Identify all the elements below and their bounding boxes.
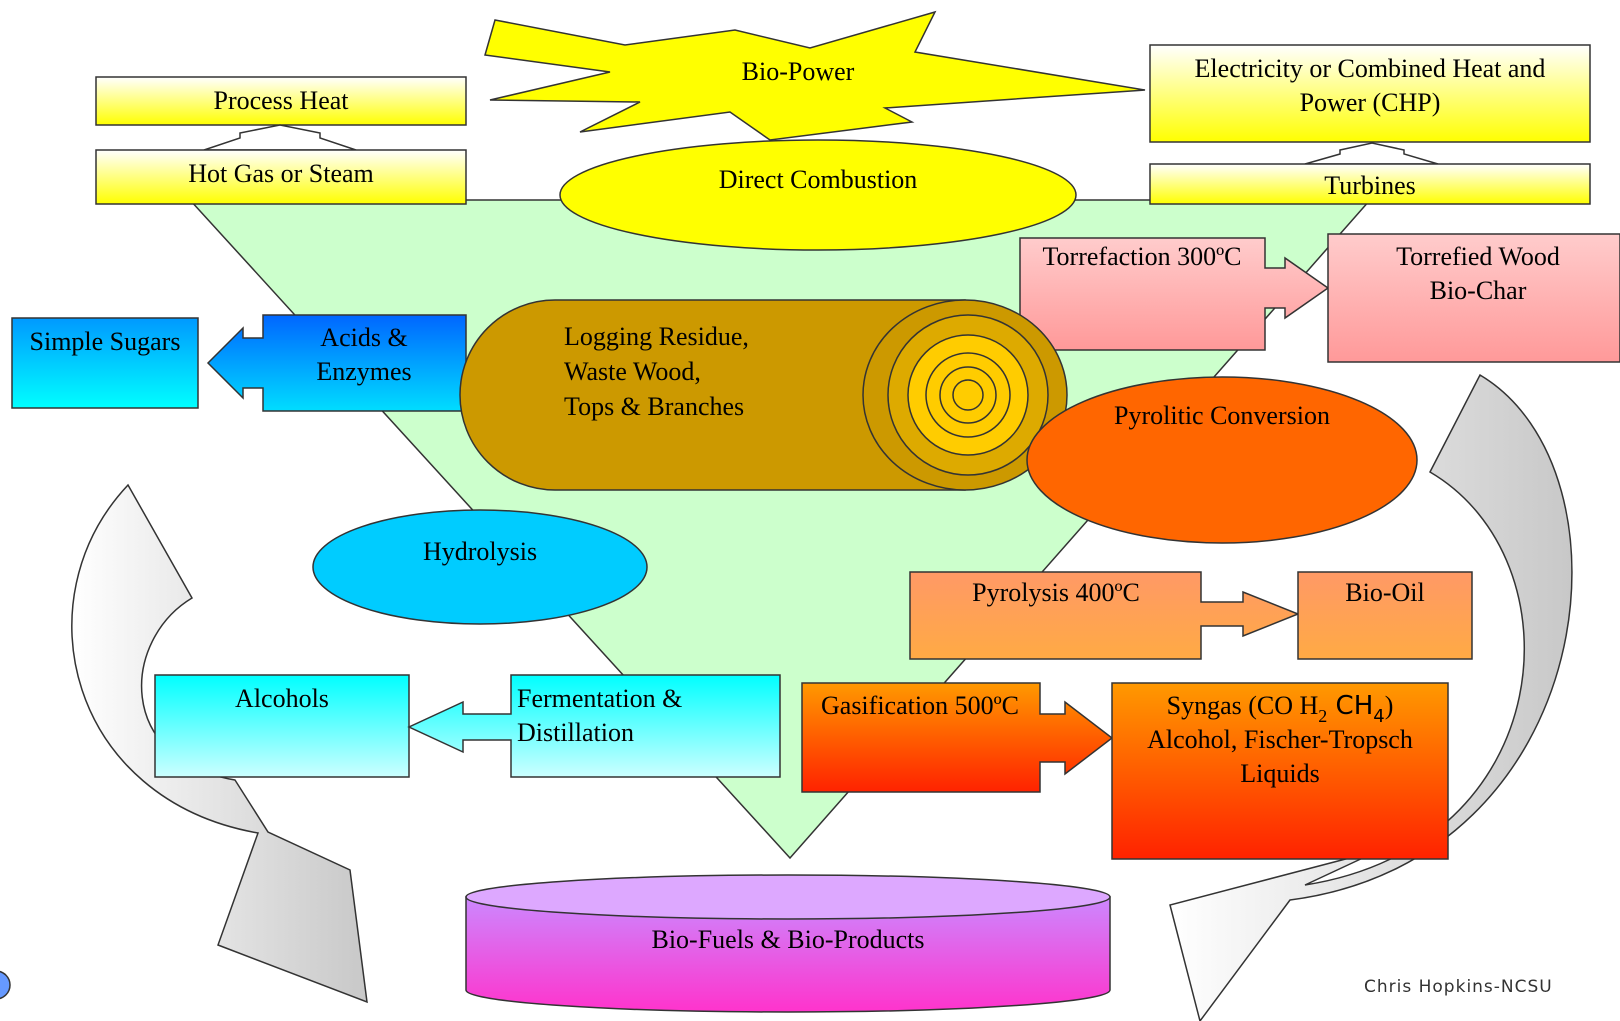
left-curved-arrow bbox=[71, 483, 368, 1004]
fermentation-label-line1: Fermentation & bbox=[517, 684, 682, 713]
pyrolysis-label: Pyrolysis 400ºC bbox=[972, 578, 1140, 607]
turbines-label: Turbines bbox=[1324, 171, 1416, 200]
pyrolitic-conversion-ellipse bbox=[1026, 376, 1418, 544]
torrefaction-arrow-box bbox=[1019, 237, 1330, 351]
syngas-label-line3: Liquids bbox=[1240, 759, 1319, 788]
hot-gas-box bbox=[95, 149, 467, 205]
simple-sugars-box bbox=[11, 317, 199, 409]
torrefied-wood-box bbox=[1327, 233, 1620, 363]
bio-power-starburst bbox=[484, 10, 1146, 141]
hot-gas-label: Hot Gas or Steam bbox=[188, 159, 374, 188]
syngas-label-line2: Alcohol, Fischer-Tropsch bbox=[1147, 725, 1413, 754]
direct-combustion-ellipse bbox=[559, 139, 1077, 251]
bio-oil-label: Bio-Oil bbox=[1345, 578, 1424, 607]
logging-label-line2: Waste Wood, bbox=[564, 357, 701, 386]
syngas-box bbox=[1111, 682, 1449, 860]
hydrolysis-ellipse bbox=[312, 509, 648, 625]
credit-label: Chris Hopkins-NCSU bbox=[1364, 977, 1553, 997]
bio-oil-box bbox=[1297, 571, 1473, 660]
corner-badge bbox=[0, 970, 11, 1000]
bio-power-label: Bio-Power bbox=[742, 57, 855, 86]
electricity-label-line2: Power (CHP) bbox=[1300, 88, 1441, 117]
acids-label-line1: Acids & bbox=[320, 323, 407, 352]
up-arrow-electricity bbox=[1304, 142, 1439, 165]
acids-label-line2: Enzymes bbox=[316, 357, 411, 386]
right-curved-arrow bbox=[1169, 373, 1573, 1021]
pyrolitic-label: Pyrolitic Conversion bbox=[1114, 401, 1330, 430]
torrefied-label-line1: Torrefied Wood bbox=[1396, 242, 1560, 271]
electricity-label-line1: Electricity or Combined Heat and bbox=[1195, 54, 1546, 83]
logging-label-line3: Tops & Branches bbox=[564, 392, 744, 421]
bio-fuels-cylinder bbox=[465, 874, 1111, 1013]
direct-combustion-label: Direct Combustion bbox=[719, 165, 918, 194]
hydrolysis-label: Hydrolysis bbox=[423, 537, 537, 566]
logging-label-line1: Logging Residue, bbox=[564, 322, 749, 351]
up-arrow-process-heat bbox=[203, 124, 357, 151]
bio-fuels-label: Bio-Fuels & Bio-Products bbox=[651, 925, 924, 954]
torrefaction-label: Torrefaction 300ºC bbox=[1042, 242, 1241, 271]
simple-sugars-label: Simple Sugars bbox=[30, 327, 181, 356]
gasification-arrow-box bbox=[801, 682, 1114, 793]
alcohols-label: Alcohols bbox=[235, 684, 329, 713]
turbines-box bbox=[1149, 163, 1591, 205]
torrefied-label-line2: Bio-Char bbox=[1430, 276, 1527, 305]
pyrolysis-arrow-box bbox=[909, 571, 1301, 660]
fermentation-arrow-box bbox=[407, 674, 781, 778]
log-illustration bbox=[459, 299, 1068, 491]
process-heat-label: Process Heat bbox=[213, 86, 349, 115]
electricity-chp-box bbox=[1149, 44, 1591, 143]
alcohols-box bbox=[154, 674, 410, 778]
fermentation-label-line2: Distillation bbox=[517, 718, 634, 747]
gasification-label: Gasification 500ºC bbox=[821, 691, 1019, 720]
syngas-label-line1: Syngas (CO H2 CH4) bbox=[1167, 691, 1394, 727]
